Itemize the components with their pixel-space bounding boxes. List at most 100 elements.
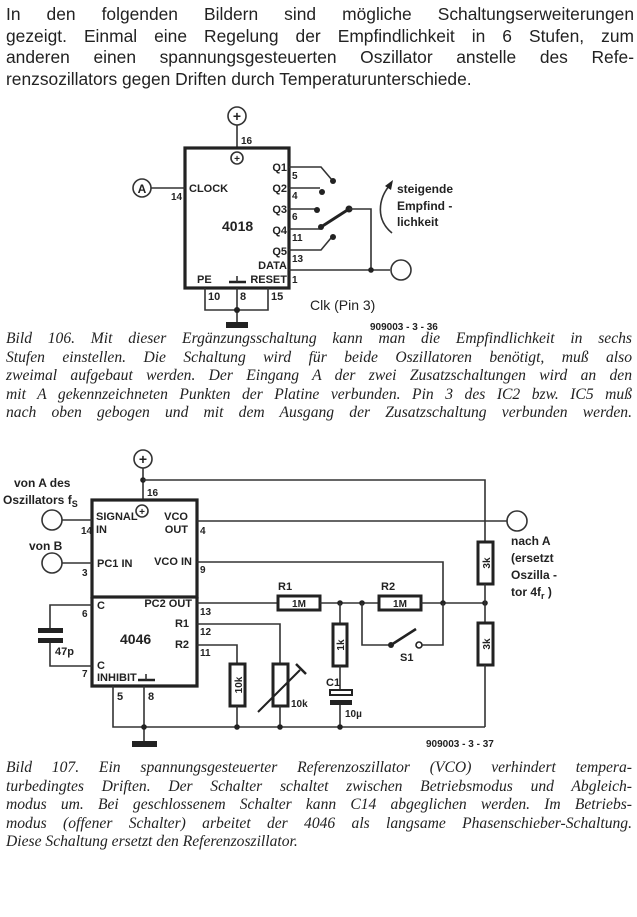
caption-line: turbedingtes Driften. Der Schalter schal… — [6, 777, 632, 795]
capacitor-47p — [38, 628, 63, 643]
pin-number: 6 — [292, 212, 298, 223]
component-value: 3k — [482, 557, 493, 569]
ic-4046 — [90, 498, 199, 599]
annotation-text: Empfind - — [397, 199, 452, 213]
pin-number: 5 — [117, 691, 123, 703]
pin-label: R2 — [175, 639, 189, 651]
ground-icon — [132, 741, 157, 747]
pin-label: R1 — [175, 618, 189, 630]
pin-number: 12 — [200, 627, 212, 638]
pin-label: IN — [96, 524, 107, 536]
caption-line: modus (offener Schalter) arbeitet der 40… — [6, 814, 632, 832]
component-label: C1 — [326, 677, 340, 689]
pin-label: Q1 — [272, 162, 287, 174]
component-label: S1 — [400, 652, 413, 664]
pin-label: PE — [197, 274, 212, 286]
output-label: tor 4fr ) — [511, 585, 552, 601]
pin-label: CLOCK — [189, 183, 228, 195]
terminal-label: A — [138, 182, 147, 196]
supply-terminal: + — [227, 106, 247, 126]
pin-number: 5 — [292, 171, 298, 182]
figure-106-caption: Bild 106. Mit dieser Ergänzungsschaltung… — [6, 330, 632, 423]
ground-icon — [226, 322, 248, 328]
component-value: 10k — [291, 699, 308, 710]
component-value: 1k — [336, 639, 347, 651]
pin-label: Q2 — [272, 183, 287, 195]
pin-number: 1 — [292, 275, 298, 286]
pin-number: 8 — [240, 291, 246, 303]
ground-symbol-internal — [229, 276, 246, 284]
chip-name: 4046 — [120, 631, 151, 647]
component-value: 3k — [482, 638, 493, 650]
input-a-label: von A des — [14, 476, 71, 490]
pin-label: VCO IN — [154, 556, 192, 568]
pin-number: 13 — [292, 254, 304, 265]
chip-name: 4018 — [222, 218, 253, 234]
pin-number: 11 — [200, 648, 211, 659]
pin-number: 6 — [82, 609, 88, 620]
resistor-3k-bottom: 3k — [476, 621, 495, 667]
resistor-10k-fixed: 10k — [228, 662, 247, 708]
plus-symbol: + — [139, 507, 145, 518]
caption-line: Stufen einstellen. Die Schaltung wird fü… — [6, 348, 632, 366]
pin-number: 8 — [148, 691, 154, 703]
intro-line: renzsozillators gegen Driften durch Temp… — [6, 68, 472, 89]
ground-symbol-internal — [138, 674, 155, 682]
capacitor-c1 — [329, 689, 353, 705]
pin-number: 10 — [208, 291, 220, 303]
output-terminal-clk — [390, 259, 412, 281]
output-label: (ersetzt — [511, 551, 554, 565]
caption-line: zweimal aufgebaut werden. Der Eingang A … — [6, 367, 632, 384]
output-terminal-a — [506, 510, 528, 532]
pin-number: 16 — [147, 488, 159, 499]
pin-number: 14 — [171, 192, 183, 203]
pin-number: 4 — [292, 191, 298, 202]
component-value: 47p — [55, 646, 74, 658]
pin-number: 3 — [82, 568, 88, 579]
caption-line: nach oben gebogen und mit dem Ausgang de… — [6, 404, 632, 421]
pin-label: OUT — [165, 524, 189, 536]
pin-label: PC2 OUT — [144, 598, 192, 610]
pin-label: RESET — [250, 274, 287, 286]
switch-s1 — [361, 603, 444, 649]
pin-label: VCO — [164, 511, 188, 523]
pin-label: PC1 IN — [97, 558, 133, 570]
pin-number: 16 — [241, 136, 253, 147]
component-label: R2 — [381, 581, 395, 593]
figure-code: 909003 - 3 - 37 — [426, 739, 494, 750]
pin-number: 9 — [200, 565, 206, 576]
resistor-1k: 1k — [331, 622, 349, 668]
supply-terminal: + — [133, 449, 153, 469]
annotation-text: steigende — [397, 182, 453, 196]
pin-label: DATA — [258, 260, 287, 272]
pin-number: 13 — [200, 607, 212, 618]
caption-line: modus um. Bei geschlossenem Schalter kan… — [6, 796, 632, 813]
component-value: 1M — [292, 599, 306, 610]
pin-label: C — [97, 600, 105, 612]
caption-line: Bild 107. Ein spannungsgesteuerter Refer… — [6, 759, 632, 776]
resistor-3k-top: 3k — [476, 540, 495, 586]
pin-number: 11 — [292, 233, 303, 244]
output-label: Oszilla - — [511, 568, 557, 582]
intro-line: gezeigt. Einmal eine Regelung der Empfin… — [6, 25, 634, 46]
pin-number: 15 — [271, 291, 283, 303]
caption-line: Bild 106. Mit dieser Ergänzungsschaltung… — [6, 330, 632, 347]
caption-line: Diese Schaltung ersetzt den Referenzoszi… — [6, 833, 298, 850]
pin-number: 14 — [81, 526, 93, 537]
pin-label: C — [97, 660, 105, 672]
figure-107-caption: Bild 107. Ein spannungsgesteuerter Refer… — [6, 759, 632, 852]
annotation-text: lichkeit — [397, 215, 438, 229]
internal-plus-icon: + — [135, 504, 149, 518]
component-value: 1M — [393, 599, 407, 610]
input-a-label-line2: Oszillators fS — [3, 493, 78, 509]
figure-code: 909003 - 3 - 36 — [370, 322, 438, 333]
input-terminal-a: A — [132, 178, 152, 198]
input-b-label: von B — [29, 539, 63, 553]
resistor-r1: 1M — [276, 594, 322, 612]
selector-switch — [289, 166, 372, 270]
output-label: nach A — [511, 534, 551, 548]
plus-symbol: + — [233, 108, 241, 124]
intro-line: anderen einen spannungsgesteuerten Oszil… — [6, 47, 634, 67]
pin-label: Q4 — [272, 225, 288, 237]
